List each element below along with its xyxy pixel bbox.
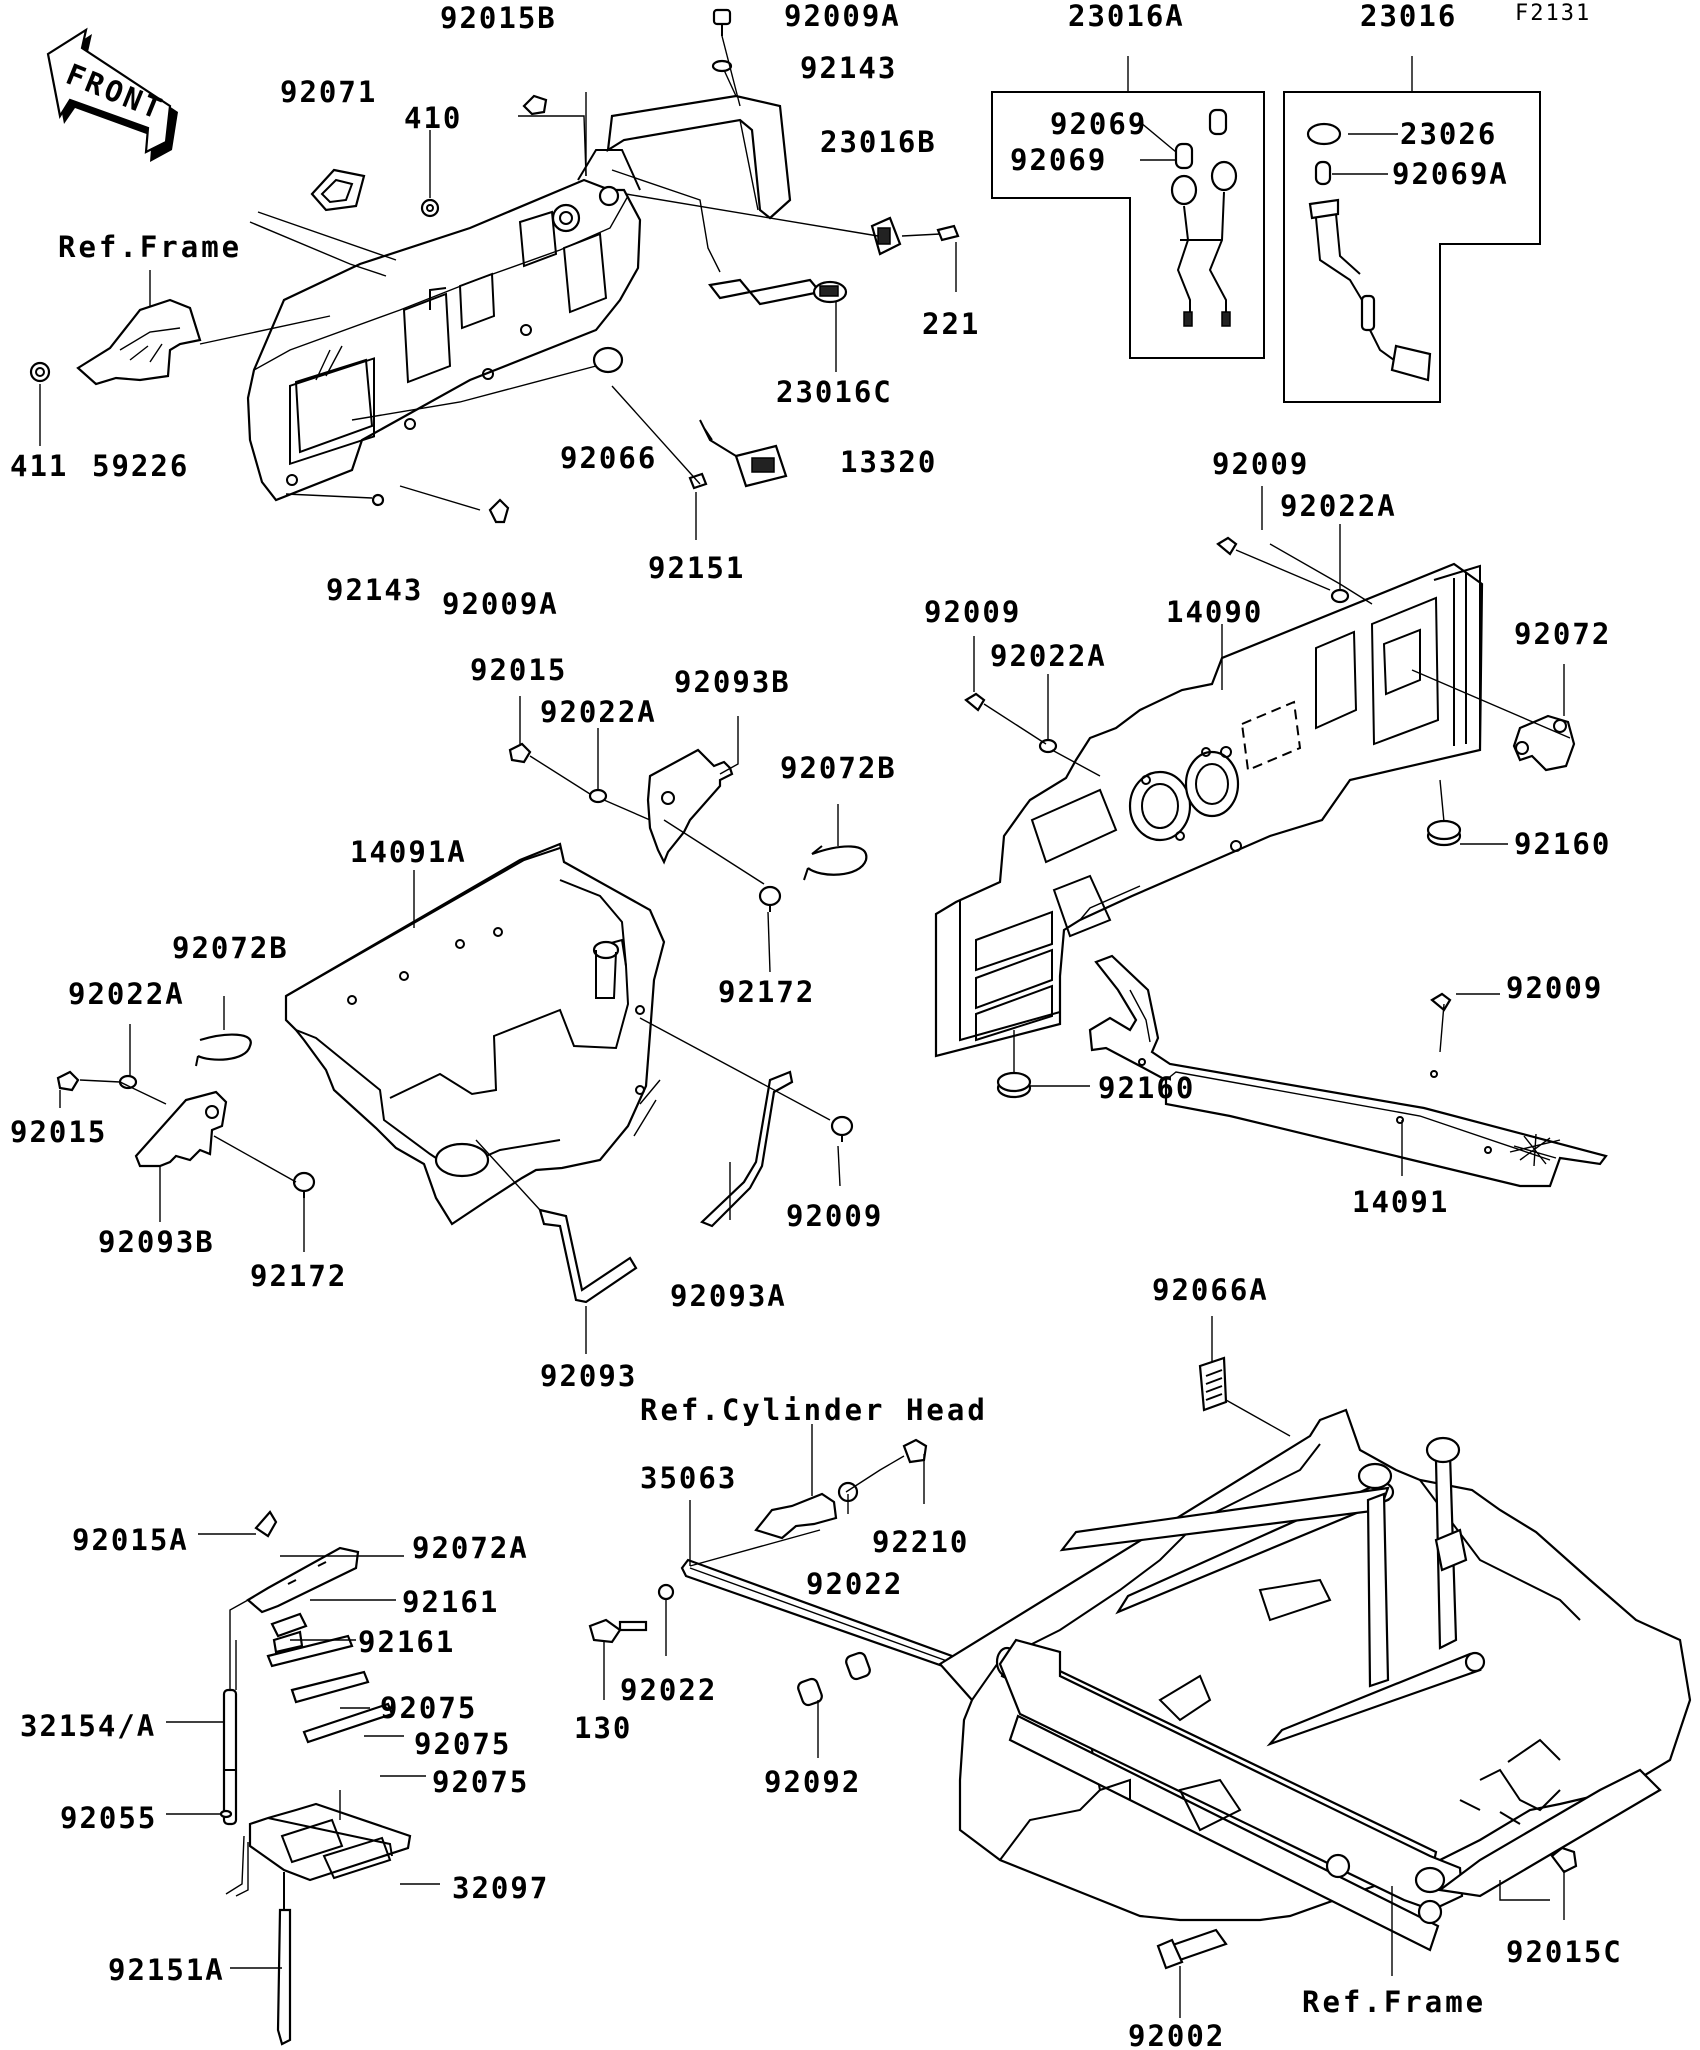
part-label-23016A: 23016A [1068, 0, 1185, 33]
part-label-13320: 13320 [840, 445, 937, 479]
dash-panel-assembly [29, 8, 960, 540]
part-label-130: 130 [574, 1711, 632, 1745]
part-label-92066: 92066 [560, 441, 657, 475]
part-label-92015-l: 92015 [10, 1115, 107, 1149]
part-label-411: 411 [10, 449, 68, 483]
part-label-92022-b: 92022 [620, 1673, 717, 1707]
part-label-32097: 32097 [452, 1871, 549, 1905]
part-label-92009-r2: 92009 [924, 595, 1021, 629]
ref-frame-bottom-label: Ref.Frame [1302, 1985, 1486, 2019]
part-number-labels: 92015B 92009A 92143 23016A 23016 92071 4… [10, 0, 1623, 2050]
part-label-92069-b: 92069 [1010, 143, 1107, 177]
part-label-35063: 35063 [640, 1461, 737, 1495]
part-label-23016: 23016 [1360, 0, 1457, 33]
part-label-92093B-m: 92093B [674, 665, 791, 699]
main-frame [938, 1316, 1692, 2018]
part-label-92022A-r2: 92022A [990, 639, 1107, 673]
part-label-92093B-l: 92093B [98, 1225, 215, 1259]
right-dash-panel-14090 [934, 486, 1576, 1099]
part-label-23026: 23026 [1400, 117, 1497, 151]
part-label-92161-b: 92161 [358, 1625, 455, 1659]
part-label-92071: 92071 [280, 75, 377, 109]
part-label-410: 410 [404, 101, 462, 135]
part-label-92022A-m: 92022A [540, 695, 657, 729]
part-label-14091: 14091 [1352, 1185, 1449, 1219]
part-label-221: 221 [922, 307, 980, 341]
part-label-92092: 92092 [764, 1765, 861, 1799]
part-label-92009-r1: 92009 [1212, 447, 1309, 481]
front-direction-arrow-icon: FRONT [46, 27, 178, 162]
part-label-92160-r: 92160 [1514, 827, 1611, 861]
part-label-92151A: 92151A [108, 1953, 225, 1987]
part-label-92075-b: 92075 [414, 1727, 511, 1761]
part-label-14091A: 14091A [350, 835, 467, 869]
part-label-92151: 92151 [648, 551, 745, 585]
part-label-92210: 92210 [872, 1525, 969, 1559]
part-label-92015A: 92015A [72, 1523, 189, 1557]
part-label-92015C: 92015C [1506, 1935, 1623, 1969]
part-label-92066A: 92066A [1152, 1273, 1269, 1307]
tray-14091A [56, 696, 868, 1354]
part-label-92069A: 92069A [1392, 157, 1509, 191]
part-label-92075-a: 92075 [380, 1691, 477, 1725]
part-label-32154A: 32154/A [20, 1709, 156, 1743]
part-label-92161-a: 92161 [402, 1585, 499, 1619]
part-label-92055: 92055 [60, 1801, 157, 1835]
part-label-92015-m: 92015 [470, 653, 567, 687]
part-label-92072B-m: 92072B [780, 751, 897, 785]
part-label-92172-l: 92172 [250, 1259, 347, 1293]
part-label-59226: 59226 [92, 449, 189, 483]
harness-23016-box [1283, 56, 1541, 403]
ref-cylinder-head-label: Ref.Cylinder Head [640, 1393, 988, 1427]
part-label-92072: 92072 [1514, 617, 1611, 651]
harness-23016A-box [991, 56, 1265, 359]
part-label-92069-a: 92069 [1050, 107, 1147, 141]
part-label-92022-a: 92022 [806, 1567, 903, 1601]
part-label-92160-b: 92160 [1098, 1071, 1195, 1105]
diagram-code: F2131 [1515, 1, 1591, 26]
part-label-92022A-r1: 92022A [1280, 489, 1397, 523]
part-label-92075-c: 92075 [432, 1765, 529, 1799]
part-label-23016C: 23016C [776, 375, 893, 409]
part-label-92002: 92002 [1128, 2019, 1225, 2050]
part-label-23016B: 23016B [820, 125, 937, 159]
part-label-92009-r3: 92009 [1506, 971, 1603, 1005]
cover-14091 [1088, 954, 1608, 1188]
part-label-92093A: 92093A [670, 1279, 787, 1313]
part-label-14090: 14090 [1166, 595, 1263, 629]
part-label-92022A-l: 92022A [68, 977, 185, 1011]
part-label-92009A-bottom: 92009A [442, 587, 559, 621]
part-label-92143-bottom: 92143 [326, 573, 423, 607]
ref-frame-top-label: Ref.Frame [58, 230, 242, 264]
mesh-pattern [1509, 1133, 1561, 1167]
part-label-92072B-l: 92072B [172, 931, 289, 965]
part-label-92072A: 92072A [412, 1531, 529, 1565]
part-label-92009A-top: 92009A [784, 0, 901, 33]
part-label-92009-m: 92009 [786, 1199, 883, 1233]
part-label-92093: 92093 [540, 1359, 637, 1393]
part-label-92143-top: 92143 [800, 51, 897, 85]
part-label-92015B: 92015B [440, 1, 557, 35]
engine-mount-brace [588, 1424, 998, 1758]
part-label-92172-m: 92172 [718, 975, 815, 1009]
battery-holder-assembly [166, 1510, 440, 2046]
